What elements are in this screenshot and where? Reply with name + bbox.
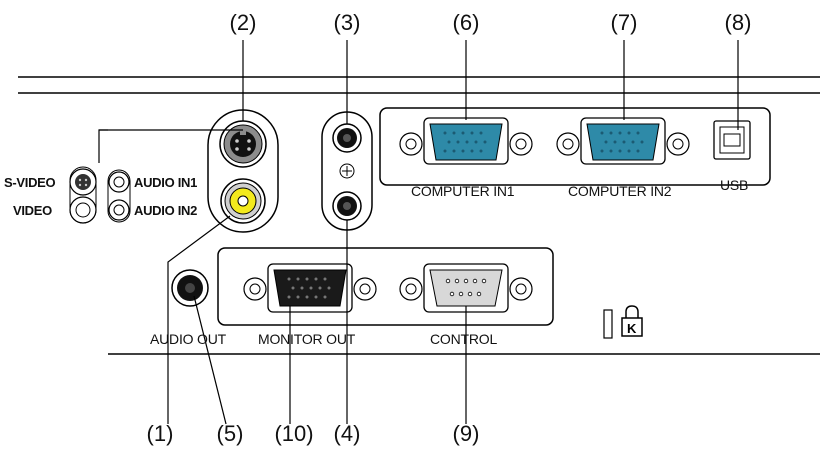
callout-2: (2): [230, 10, 257, 35]
video-port[interactable]: [220, 178, 266, 224]
plus-icon: [339, 163, 355, 179]
usb-port[interactable]: [713, 120, 751, 160]
legend-svideo-icon: [69, 168, 97, 196]
legend-audio-in1-label: AUDIO IN1: [134, 175, 197, 190]
legend-cluster: [69, 129, 243, 224]
legend-svideo-label: S-VIDEO: [4, 175, 56, 190]
audio-out-port[interactable]: [171, 269, 209, 307]
usb-label: USB: [720, 177, 748, 193]
callout-5: (5): [217, 421, 244, 446]
computer-in1-label: COMPUTER IN1: [411, 183, 515, 199]
control-port[interactable]: [399, 263, 533, 313]
computer-in2-port[interactable]: [556, 117, 690, 165]
callout-10: (10): [274, 421, 313, 446]
leader-5: [193, 295, 227, 425]
svg-text:K: K: [627, 321, 637, 336]
callout-1: (1): [147, 421, 174, 446]
callout-6: (6): [453, 10, 480, 35]
audio-in-port-2[interactable]: [332, 191, 362, 221]
svideo-port[interactable]: [219, 120, 267, 168]
audio-in-port-1[interactable]: [332, 123, 362, 153]
legend-audio-in2-label: AUDIO IN2: [134, 203, 197, 218]
security-slot-icon: [603, 309, 613, 339]
callout-8: (8): [725, 10, 752, 35]
monitor-out-label: MONITOR OUT: [258, 331, 356, 347]
legend-audio-in2-icon: [108, 199, 130, 221]
control-label: CONTROL: [430, 331, 497, 347]
leader-lines: [167, 40, 739, 425]
callout-3: (3): [334, 10, 361, 35]
legend-video-label: VIDEO: [13, 203, 52, 218]
callout-7: (7): [611, 10, 638, 35]
leader-1: [167, 215, 231, 424]
monitor-out-port[interactable]: [243, 263, 377, 313]
computer-in2-label: COMPUTER IN2: [568, 183, 672, 199]
callout-4: (4): [334, 421, 361, 446]
legend-audio-in1-icon: [108, 171, 130, 193]
callout-9: (9): [453, 421, 480, 446]
kensington-lock-icon: K: [621, 305, 643, 337]
computer-in1-port[interactable]: [399, 117, 533, 165]
audio-out-label: AUDIO OUT: [150, 331, 227, 347]
